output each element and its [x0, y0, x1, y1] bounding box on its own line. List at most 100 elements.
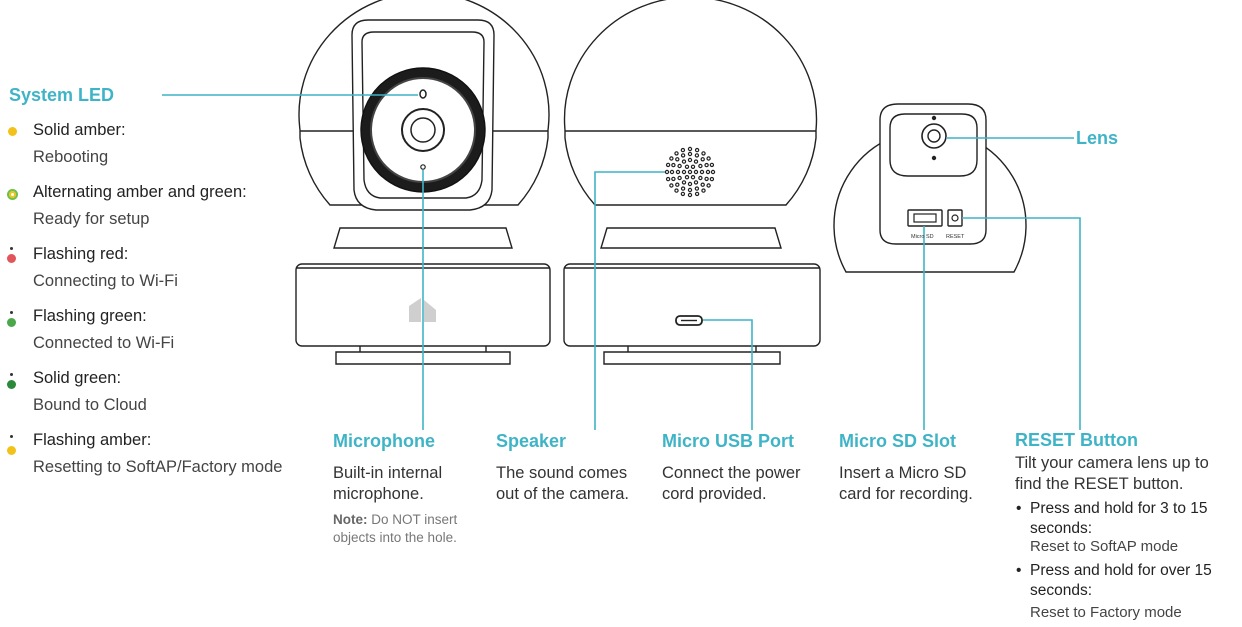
speaker-hole	[706, 156, 711, 161]
speaker-hole	[687, 187, 693, 193]
speaker-hole	[674, 188, 679, 193]
speaker-hole	[671, 162, 676, 168]
flash-mark-icon	[10, 247, 13, 250]
speaker-hole	[706, 183, 711, 188]
speaker-hole	[704, 162, 709, 168]
bullet-icon: •	[1016, 500, 1022, 517]
bullet-text: seconds:	[1030, 582, 1093, 599]
camera-front	[295, 0, 551, 365]
speaker-hole	[675, 157, 680, 162]
sd-description: Insert a Micro SD card for recording.	[839, 463, 973, 505]
led-item-flashing-red: Flashing red: Connecting to Wi-Fi	[0, 245, 320, 295]
led-item-flashing-amber: Flashing amber: Resetting to SoftAP/Fact…	[0, 431, 320, 481]
speaker-hole	[690, 164, 696, 169]
speaker-hole	[701, 188, 706, 193]
speaker-hole	[680, 191, 686, 197]
speaker-hole	[681, 180, 687, 185]
flash-mark-icon	[10, 311, 13, 314]
reset-bullet: • Press and hold for 3 to 15 seconds: Re…	[1015, 499, 1240, 559]
microphone-title: Microphone	[333, 431, 435, 451]
speaker-hole	[665, 176, 671, 182]
note-text: objects into the hole.	[333, 530, 457, 545]
flashing-red-dot-icon	[7, 254, 16, 263]
speaker-hole	[669, 169, 675, 175]
led-state: Alternating amber and green:	[33, 183, 247, 201]
bullet-result: Reset to SoftAP mode	[1030, 538, 1179, 555]
led-state: Solid amber:	[33, 121, 126, 139]
led-state: Solid green:	[33, 369, 122, 387]
led-item-solid-green: Solid green: Bound to Cloud	[0, 369, 320, 419]
system-led-title: System LED	[9, 85, 115, 105]
led-item-solid-amber: Solid amber: Rebooting	[0, 121, 320, 171]
speaker-grille	[664, 146, 716, 198]
speaker-hole	[690, 174, 696, 180]
sd-desc-line: card for recording.	[839, 485, 973, 503]
callout-lines	[162, 94, 1081, 430]
speaker-hole	[680, 153, 686, 158]
speaker-hole	[709, 176, 715, 182]
led-meaning: Connecting to Wi-Fi	[33, 272, 178, 290]
speaker-hole	[687, 146, 693, 152]
speaker-hole	[701, 151, 706, 156]
usb-desc-line: Connect the power	[662, 464, 801, 482]
reset-desc-line: Tilt your camera lens up to	[1015, 454, 1209, 472]
led-meaning: Ready for setup	[33, 210, 150, 228]
speaker-hole	[684, 174, 690, 180]
sd-title: Micro SD Slot	[839, 431, 957, 451]
speaker-hole	[671, 176, 676, 182]
led-item-alternating: Alternating amber and green: Ready for s…	[0, 183, 320, 233]
camera-tilted	[833, 103, 1027, 273]
speaker-hole	[694, 191, 700, 197]
speaker-hole	[694, 153, 700, 158]
speaker-hole	[709, 162, 715, 168]
microphone-desc-line: microphone.	[333, 485, 424, 503]
speaker-hole	[694, 147, 700, 153]
speaker-description: The sound comes out of the camera.	[496, 463, 629, 505]
camera-back	[563, 0, 821, 365]
speaker-hole	[694, 186, 700, 191]
reset-bullet: • Press and hold for over 15 seconds: Re…	[1015, 561, 1240, 621]
speaker-title: Speaker	[496, 431, 567, 451]
speaker-hole	[681, 159, 687, 164]
speaker-hole	[698, 175, 703, 181]
led-item-flashing-green: Flashing green: Connected to Wi-Fi	[0, 307, 320, 357]
speaker-hole	[674, 151, 679, 156]
speaker-hole	[698, 163, 703, 169]
speaker-hole	[693, 169, 699, 175]
note-text: Do NOT insert	[367, 512, 458, 527]
usb-title: Micro USB Port	[662, 431, 795, 451]
speaker-hole	[693, 159, 699, 164]
speaker-hole	[664, 169, 670, 175]
led-state: Flashing green:	[33, 307, 147, 325]
speaker-hole	[677, 175, 682, 181]
sd-slot-label: Micro SD	[911, 234, 934, 240]
reset-title: RESET Button	[1015, 430, 1138, 450]
flash-mark-icon	[10, 373, 13, 376]
bullet-text: Press and hold for over 15	[1030, 562, 1212, 579]
lens-title: Lens	[1076, 128, 1119, 148]
usb-desc-line: cord provided.	[662, 485, 767, 503]
solid-amber-dot-icon	[8, 127, 17, 136]
speaker-hole	[687, 151, 693, 157]
microphone-desc-line: Built-in internal	[333, 464, 443, 482]
bullet-text: Press and hold for 3 to 15	[1030, 500, 1208, 517]
led-state: Flashing amber:	[33, 431, 152, 449]
speaker-hole	[700, 157, 705, 162]
microphone-note: Note: Do NOT insert objects into the hol…	[333, 511, 457, 547]
reset-description: Tilt your camera lens up to find the RES…	[1015, 453, 1209, 495]
speaker-hole	[669, 183, 674, 188]
speaker-hole	[699, 169, 705, 175]
speaker-hole	[681, 169, 687, 175]
usb-description: Connect the power cord provided.	[662, 463, 801, 505]
speaker-hole	[700, 182, 705, 187]
speaker-hole	[704, 176, 709, 182]
speaker-hole	[669, 156, 674, 161]
speaker-desc-line: out of the camera.	[496, 485, 629, 503]
bullet-text: seconds:	[1030, 520, 1093, 537]
sd-desc-line: Insert a Micro SD	[839, 464, 967, 482]
speaker-desc-line: The sound comes	[496, 464, 628, 482]
speaker-hole	[705, 169, 711, 175]
solid-green-dot-icon	[7, 380, 16, 389]
led-state: Flashing red:	[33, 245, 129, 263]
